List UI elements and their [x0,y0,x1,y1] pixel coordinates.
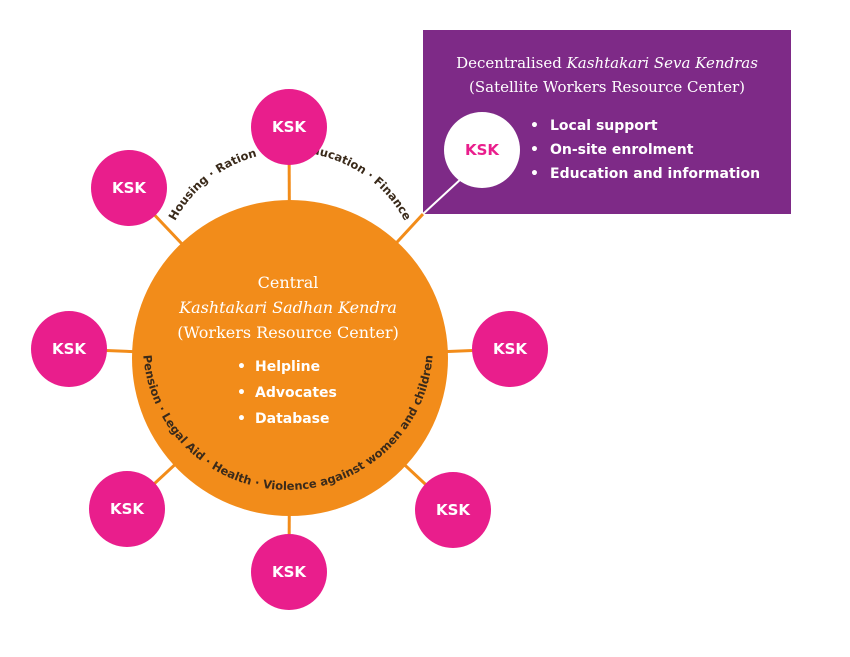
central-list-item: Database [255,411,330,427]
ksk-node-label: KSK [272,118,307,136]
ksk-node: KSK [251,534,327,610]
ksk-node-circle [31,311,107,387]
ksk-node-label: KSK [272,563,307,581]
callout-bullet: • [530,118,539,134]
callout-title-italic: Kashtakari Seva Kendras [566,54,759,72]
ksk-node-label: KSK [436,501,471,519]
callout-list-item: Local support [550,118,658,134]
ksk-node-label: KSK [52,340,87,358]
callout-list: • Local support • On-site enrolment • Ed… [530,118,760,182]
central-bullet: • [237,359,246,375]
ksk-node-circle [472,311,548,387]
ksk-node-circle [89,471,165,547]
satellite-nodes: KSK KSK KSK KSK KSK KSK KSK [31,89,548,610]
callout-ksk-label: KSK [465,141,500,159]
ksk-node-label: KSK [112,179,147,197]
central-list: • Helpline • Advocates • Database [237,359,337,427]
ksk-node: KSK [415,472,491,548]
ksk-node: KSK [89,471,165,547]
ksk-node: KSK [31,311,107,387]
callout-pointer-line [422,177,463,215]
callout-bullet: • [530,142,539,158]
ksk-node-label: KSK [110,500,145,518]
central-list-item: Advocates [255,385,337,401]
ksk-node-circle [91,150,167,226]
central-bullet: • [237,385,246,401]
callout-list-item: Education and information [550,166,760,182]
callout-subtitle: (Satellite Workers Resource Center) [469,78,745,96]
callout-bullet: • [530,166,539,182]
callout-box: Decentralised Kashtakari Seva Kendras (S… [422,30,791,215]
ksk-node: KSK [472,311,548,387]
ksk-node-circle [251,534,327,610]
ksk-node: KSK [91,150,167,226]
callout-ksk-circle [444,112,520,188]
central-title-line3: (Workers Resource Center) [177,323,399,342]
central-list-item: Helpline [255,359,320,375]
callout-title-prefix: Decentralised [456,54,567,72]
central-circle [132,200,448,516]
central-bullet: • [237,411,246,427]
ksk-node-circle [251,89,327,165]
central-title-line2: Kashtakari Sadhan Kendra [178,298,397,317]
callout-list-item: On-site enrolment [550,142,694,158]
ksk-node-label: KSK [493,340,528,358]
ksk-node: KSK [251,89,327,165]
central-title-line1: Central [258,273,319,292]
callout-title: Decentralised Kashtakari Seva Kendras [456,54,758,72]
ksk-node-circle [415,472,491,548]
